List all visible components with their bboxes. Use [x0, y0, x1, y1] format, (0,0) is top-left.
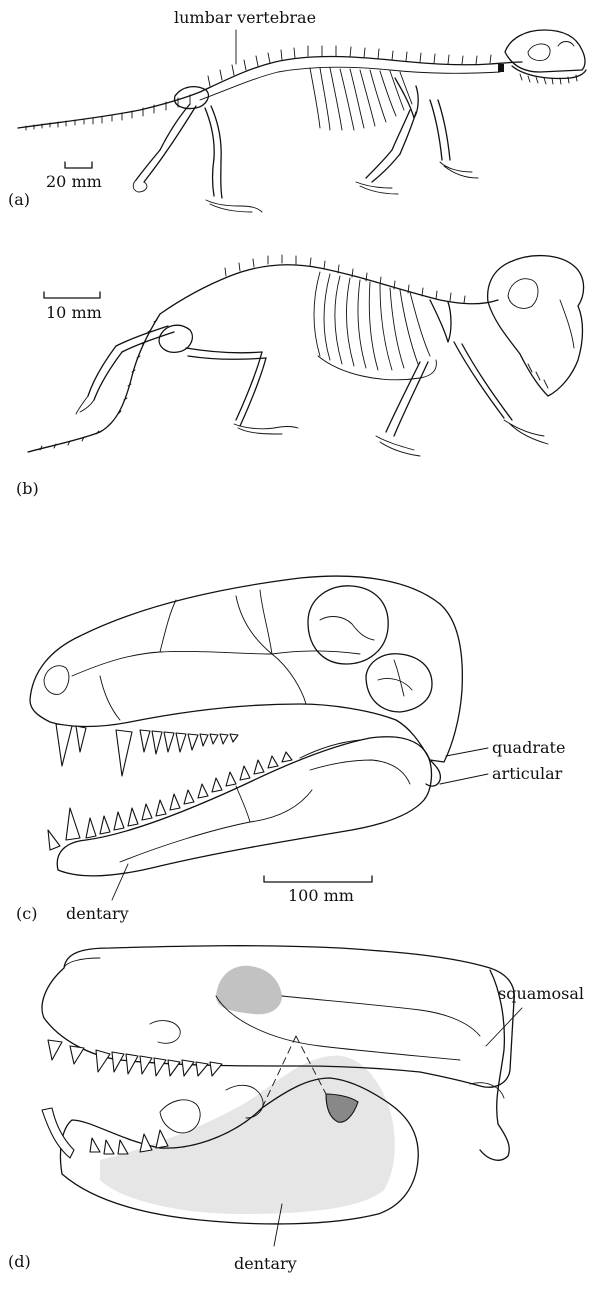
panel-b-scale-bar — [44, 292, 100, 298]
panel-c-skull — [30, 576, 488, 900]
panel-c-sutures — [72, 590, 360, 720]
label-dentary-c: dentary — [66, 904, 129, 923]
panel-a-tag: (a) — [8, 190, 30, 209]
panel-a-fore-humerus — [392, 110, 416, 154]
label-lumbar-vertebrae: lumbar vertebrae — [174, 8, 316, 27]
panel-c-scale-bar — [264, 876, 372, 882]
panel-a-tail-vertebrae — [26, 95, 190, 130]
panel-b-fore-leg-near — [386, 362, 428, 436]
panel-b-skeleton — [28, 255, 584, 456]
label-quadrate: quadrate — [492, 738, 565, 757]
panel-b-fore-leg-far — [454, 342, 512, 420]
panel-b-hind-foot — [234, 424, 298, 434]
panel-b-tail — [28, 314, 160, 452]
panel-b-skull — [488, 256, 584, 396]
panel-d-tag: (d) — [8, 1252, 31, 1271]
panel-c-naris — [44, 666, 69, 695]
label-articular: articular — [492, 764, 562, 783]
panel-d-stipple-zygoma — [216, 966, 282, 1015]
panel-a-tail — [18, 92, 200, 128]
panel-b-ribcage — [314, 272, 436, 380]
panel-a-scapula — [395, 78, 418, 118]
panel-c-dentary-leader — [112, 864, 128, 900]
panel-b-scale-label: 10 mm — [46, 303, 102, 322]
panel-a-scale-label: 20 mm — [46, 172, 102, 191]
panel-b-hind-leg-forward — [186, 348, 266, 359]
panel-a-scale-bar — [65, 162, 92, 168]
panel-b-tail-vertebrae — [40, 320, 157, 450]
panel-a-skull — [498, 30, 586, 84]
panel-a-neural-spines — [208, 46, 491, 86]
panel-d-skull — [42, 946, 522, 1246]
panel-c-upper-teeth — [56, 724, 238, 776]
panel-c-tag: (c) — [16, 904, 37, 923]
panel-a-hind-femur — [160, 104, 190, 150]
panel-c-lower-teeth — [48, 752, 292, 850]
panel-a-skeleton — [18, 30, 586, 212]
panel-a-ribs — [310, 68, 412, 130]
panel-c-quadrate-leader — [446, 748, 488, 756]
panel-b-neural-spines — [225, 255, 465, 303]
panel-b-scapula — [430, 300, 451, 342]
panel-a-hind-foot — [133, 180, 262, 212]
panel-b-vertebral-column — [160, 265, 498, 314]
panel-a-fore-foot — [356, 182, 398, 194]
panel-a-hind-tibia — [136, 150, 166, 182]
panel-c-articular-leader — [440, 774, 488, 784]
panel-c-temporal-fenestra — [366, 654, 432, 712]
panel-c-postdentary — [300, 740, 410, 784]
panel-b-tag: (b) — [16, 479, 39, 498]
panel-c-scale-label: 100 mm — [288, 886, 354, 905]
panel-c-jaw-joint — [426, 760, 440, 786]
panel-d-upper-teeth — [48, 1040, 222, 1076]
label-squamosal: squamosal — [498, 984, 584, 1003]
label-dentary-d: dentary — [234, 1254, 297, 1273]
